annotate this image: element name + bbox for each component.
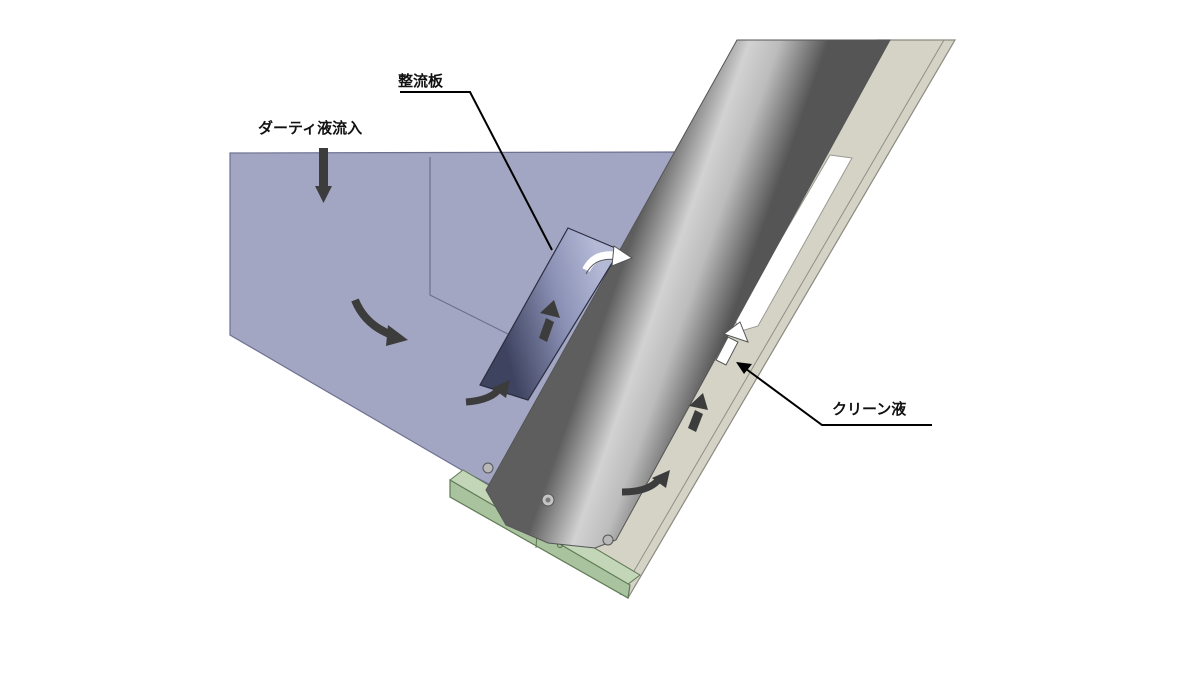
housing-inner-edge [619, 39, 945, 596]
baffle-up-arrow [539, 300, 560, 342]
dirty-inflow-label: ダーティ液流入 [258, 119, 363, 137]
tank-curve-arrow [351, 298, 408, 346]
bolt-left [482, 462, 494, 474]
clean-liquid-up-arrow [715, 321, 749, 366]
clean-liquid-leader-line [737, 362, 932, 426]
housing-up-arrow [688, 393, 708, 432]
bolt-right [602, 534, 614, 546]
pipe-cylinder [485, 39, 891, 549]
baffle-label: 整流板 [398, 72, 444, 90]
under-baffle-curve-arrow [465, 380, 510, 406]
inflow-down-arrow [315, 148, 332, 203]
over-baffle-curve-arrow [582, 245, 634, 275]
bolt-center-hex [545, 497, 551, 503]
tank-inner-partition [429, 157, 521, 341]
clean-liquid-label: クリーン液 [832, 400, 907, 418]
clean-liquid-leader-arrowhead [736, 362, 752, 374]
housing-curve-arrow [621, 470, 670, 496]
baffle-leader-line [400, 91, 553, 251]
